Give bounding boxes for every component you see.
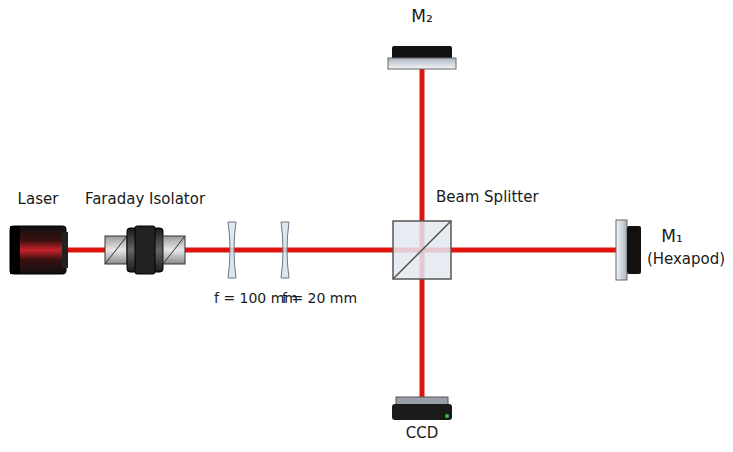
mirror-symbol xyxy=(388,46,456,69)
mirror-label: M₁ xyxy=(661,226,682,246)
laser-symbol xyxy=(10,226,68,274)
component-label: Laser xyxy=(18,190,59,208)
mirror-label: M₂ xyxy=(411,6,432,26)
mirror-symbol xyxy=(616,220,641,280)
focal-length-label: f = 20 mm xyxy=(282,290,357,307)
component-label: Beam Splitter xyxy=(436,188,539,206)
beam-splitter-symbol xyxy=(393,221,451,279)
component-label: Faraday Isolator xyxy=(85,190,205,208)
component-label: (Hexapod) xyxy=(647,250,725,268)
lens-symbol xyxy=(228,222,236,278)
component-label: CCD xyxy=(406,424,439,442)
ccd-camera-symbol xyxy=(392,397,452,420)
lens-symbol xyxy=(281,222,289,278)
faraday-isolator-symbol xyxy=(105,226,185,274)
